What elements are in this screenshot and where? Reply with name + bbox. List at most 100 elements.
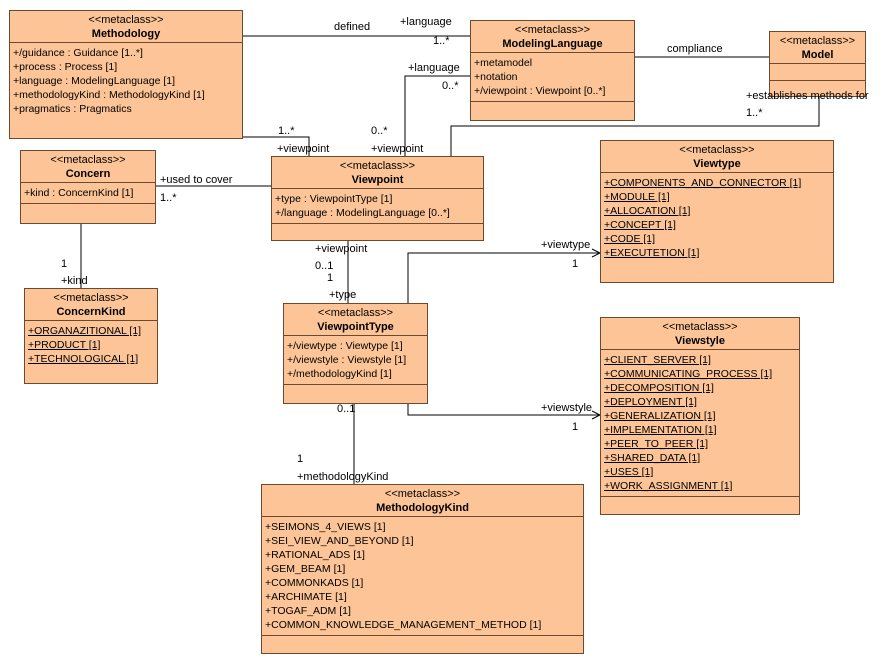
role-label-viewtype: +viewtype	[541, 239, 591, 251]
class-viewpoint[interactable]: <<metaclass>> Viewpoint +type : Viewpoin…	[271, 156, 484, 241]
operation-compartment	[272, 224, 483, 236]
class-header: <<metaclass>> MethodologyKind	[262, 485, 583, 517]
attribute: +kind : ConcernKind [1]	[24, 187, 134, 199]
role-label-language: +language	[408, 62, 460, 74]
multiplicity-label: 1..*	[278, 125, 295, 137]
attribute: +COMMON_KNOWLEDGE_MANAGEMENT_METHOD [1]	[265, 619, 542, 631]
attribute: +/language : ModelingLanguage [0..*]	[275, 207, 450, 219]
enum-literal: +IMPLEMENTATION [1]	[604, 424, 717, 436]
literal-compartment: +COMPONENTS_AND_CONNECTOR [1] +MODULE [1…	[601, 173, 833, 263]
multiplicity-label: 0..1	[337, 403, 356, 415]
stereotype-label: <<metaclass>>	[779, 35, 856, 47]
class-name: Model	[801, 49, 834, 61]
enum-literal: +USES [1]	[604, 466, 654, 478]
multiplicity-label: 1	[572, 258, 579, 270]
class-header: <<metaclass>> Viewtype	[601, 141, 833, 173]
enum-literal: +EXECUTETION [1]	[604, 247, 700, 259]
stereotype-label: <<metaclass>>	[317, 307, 394, 319]
class-name: ViewpointType	[317, 321, 394, 333]
class-name: MethodologyKind	[376, 502, 469, 514]
attribute: +metamodel	[474, 57, 533, 69]
enum-literal: +PEER_TO_PEER [1]	[604, 438, 708, 450]
class-methodology-kind[interactable]: <<metaclass>> MethodologyKind +SEIMONS_4…	[261, 484, 584, 654]
assoc-label-defined: defined	[334, 21, 371, 33]
class-name: Viewtype	[693, 158, 741, 170]
enum-literal: +CODE [1]	[604, 233, 656, 245]
attribute-compartment: +type : ViewpointType [1] +/language : M…	[272, 189, 483, 224]
stereotype-label: <<metaclass>>	[50, 154, 126, 166]
role-label-used-to-cover: +used to cover	[160, 174, 233, 186]
class-name: Methodology	[91, 28, 161, 40]
operation-compartment	[601, 497, 799, 509]
attribute: +notation	[474, 71, 518, 83]
enum-literal: +DECOMPOSITION [1]	[604, 382, 714, 394]
multiplicity-label: 0..*	[371, 125, 388, 137]
role-label-viewpoint: +viewpoint	[277, 143, 330, 155]
operation-compartment	[471, 102, 634, 114]
role-label-type: +type	[329, 289, 357, 301]
attribute: +GEM_BEAM [1]	[265, 563, 346, 575]
multiplicity-label: 0..1	[315, 260, 334, 272]
class-name: Concern	[65, 168, 111, 180]
class-header: <<metaclass>> Model	[770, 32, 865, 64]
stereotype-label: <<metaclass>>	[88, 14, 164, 26]
attribute-compartment	[770, 64, 865, 81]
class-model[interactable]: <<metaclass>> Model	[769, 31, 866, 97]
attribute: +type : ViewpointType [1]	[275, 193, 393, 205]
class-modeling-language[interactable]: <<metaclass>> ModelingLanguage +metamode…	[470, 20, 635, 121]
class-viewpoint-type[interactable]: <<metaclass>> ViewpointType +/viewtype :…	[283, 303, 428, 404]
enum-literal: +COMPONENTS_AND_CONNECTOR [1]	[604, 177, 802, 189]
multiplicity-label: 1	[61, 258, 68, 270]
assoc-language-viewpoint-line	[404, 75, 470, 156]
attribute-compartment: +/viewtype : Viewtype [1] +/viewstyle : …	[284, 336, 427, 385]
multiplicity-label: 1	[327, 272, 334, 284]
stereotype-label: <<metaclass>>	[662, 321, 738, 333]
class-concern[interactable]: <<metaclass>> Concern +kind : ConcernKin…	[20, 150, 156, 224]
attribute: +language : ModelingLanguage [1]	[13, 75, 176, 87]
attribute: +/viewpoint : Viewpoint [0..*]	[474, 85, 606, 97]
class-viewstyle[interactable]: <<metaclass>> Viewstyle +CLIENT_SERVER […	[600, 317, 800, 515]
enum-literal: +SHARED_DATA [1]	[604, 452, 701, 464]
attribute: +COMMONKADS [1]	[265, 577, 364, 589]
enum-literal: +COMMUNICATING_PROCESS [1]	[604, 368, 773, 380]
role-label-kind: +kind	[61, 275, 88, 287]
enum-literal: +DEPLOYMENT [1]	[604, 396, 697, 408]
class-concern-kind[interactable]: <<metaclass>> ConcernKind +ORGANAZITIONA…	[24, 288, 158, 384]
class-header: <<metaclass>> Viewstyle	[601, 318, 799, 350]
assoc-establishes-line	[450, 97, 820, 156]
attribute-compartment: +SEIMONS_4_VIEWS [1] +SEI_VIEW_AND_BEYON…	[262, 517, 583, 636]
class-viewtype[interactable]: <<metaclass>> Viewtype +COMPONENTS_AND_C…	[600, 140, 834, 283]
multiplicity-label: 1..*	[746, 107, 763, 119]
stereotype-label: <<metaclass>>	[339, 160, 416, 172]
attribute-compartment: +metamodel +notation +/viewpoint : Viewp…	[471, 53, 634, 102]
attribute: +/guidance : Guidance [1..*]	[13, 47, 143, 59]
role-label-methodology-kind: +methodologyKind	[297, 471, 389, 483]
enum-literal: +CLIENT_SERVER [1]	[604, 354, 711, 366]
attribute: +pragmatics : Pragmatics	[13, 103, 132, 115]
attribute: +process : Process [1]	[13, 61, 118, 73]
role-label-viewpoint: +viewpoint	[315, 243, 368, 255]
stereotype-label: <<metaclass>>	[53, 292, 129, 304]
attribute: +SEI_VIEW_AND_BEYOND [1]	[265, 535, 414, 547]
class-methodology[interactable]: <<metaclass>> Methodology +/guidance : G…	[9, 10, 243, 139]
role-label-establishes: +establishes methods for	[746, 90, 869, 102]
enum-literal: +PRODUCT [1]	[28, 339, 101, 351]
multiplicity-label: 1	[572, 421, 579, 433]
operation-compartment	[262, 636, 583, 646]
attribute: +/methodologyKind [1]	[287, 368, 392, 380]
attribute: +/viewtype : Viewtype [1]	[287, 340, 403, 352]
attribute: +TOGAF_ADM [1]	[265, 605, 351, 617]
literal-compartment: +ORGANAZITIONAL [1] +PRODUCT [1] +TECHNO…	[25, 321, 157, 369]
enum-literal: +WORK_ASSIGNMENT [1]	[604, 480, 733, 492]
role-label-language: +language	[400, 16, 452, 28]
enum-literal: +GENERALIZATION [1]	[604, 410, 716, 422]
attribute: +methodologyKind : MethodologyKind [1]	[13, 89, 205, 101]
multiplicity-label: 1..*	[433, 35, 450, 47]
attribute: +/viewstyle : Viewstyle [1]	[287, 354, 407, 366]
enum-literal: +TECHNOLOGICAL [1]	[28, 353, 139, 365]
assoc-viewstyle-line	[407, 404, 600, 416]
class-header: <<metaclass>> ModelingLanguage	[471, 21, 634, 53]
enum-literal: +ORGANAZITIONAL [1]	[28, 325, 142, 337]
class-name: Viewstyle	[675, 335, 725, 347]
enum-literal: +CONCEPT [1]	[604, 219, 676, 231]
